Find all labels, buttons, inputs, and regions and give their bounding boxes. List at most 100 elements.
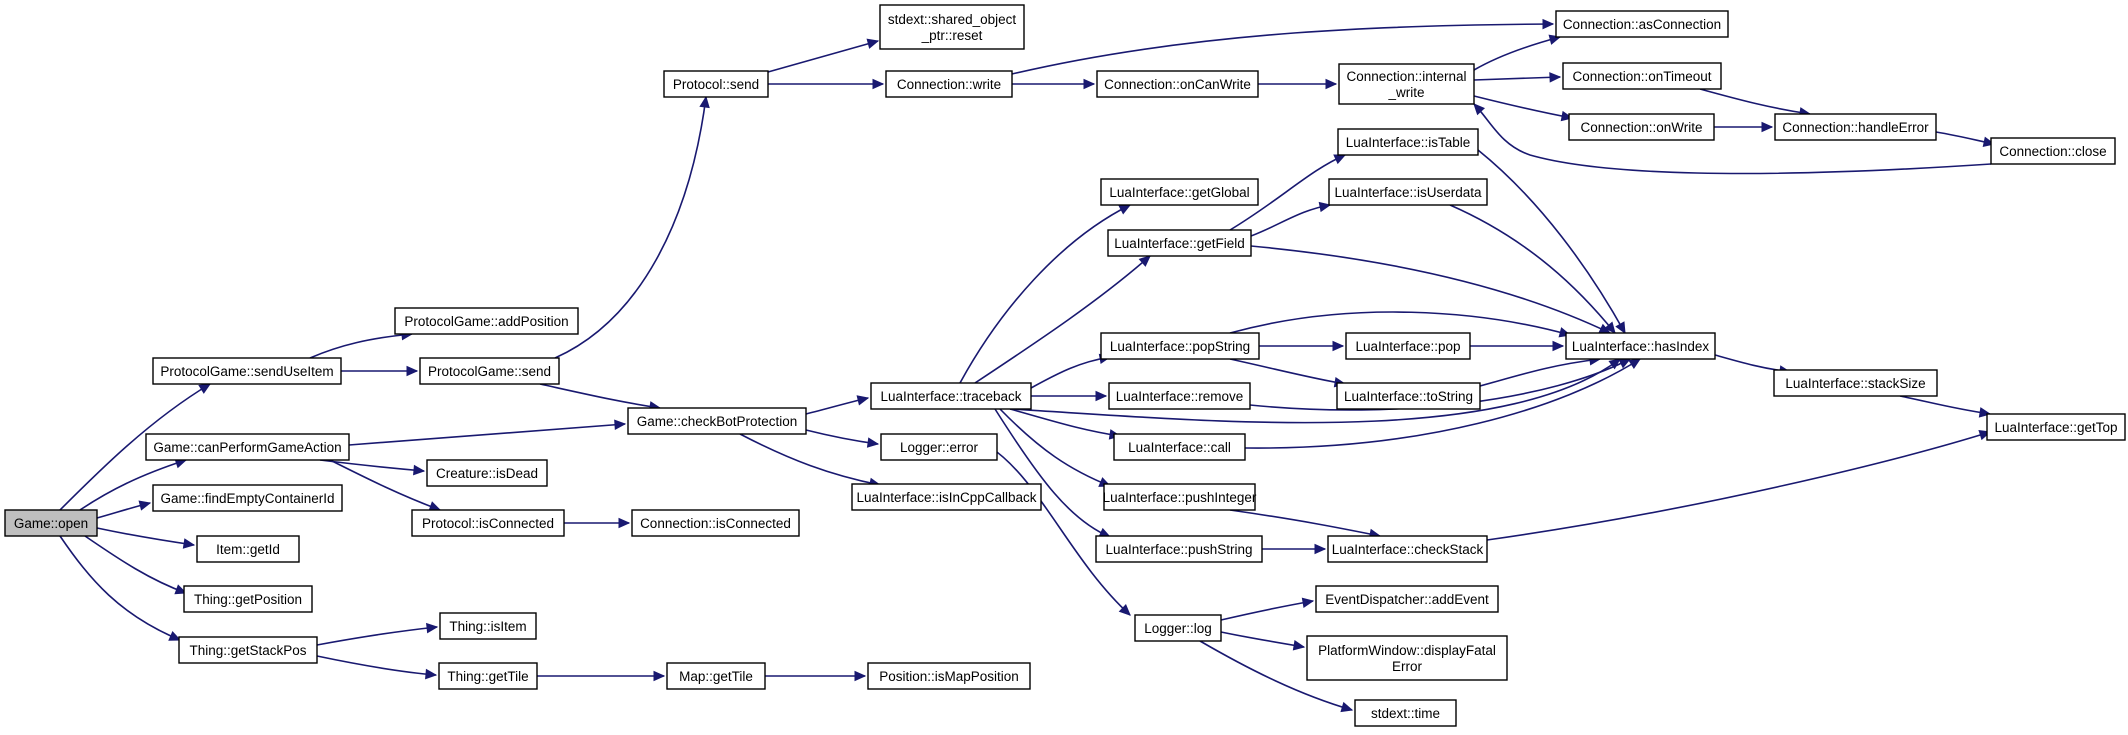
edge-conn-close-to-internal-write — [1473, 103, 1992, 175]
edge-pushString-to-checkStack — [1262, 543, 1327, 555]
node-label: LuaInterface::stackSize — [1785, 376, 1925, 391]
node-thing-getTile[interactable]: Thing::getTile — [438, 662, 538, 690]
node-getStackPos[interactable]: Thing::getStackPos — [178, 636, 318, 664]
arrowhead-icon — [1604, 321, 1616, 334]
edge-pop-to-hasIndex — [1470, 340, 1565, 352]
node-getGlobal[interactable]: LuaInterface::getGlobal — [1100, 178, 1259, 206]
node-addPosition[interactable]: ProtocolGame::addPosition — [394, 307, 579, 335]
edge-logger-error-to-logger-log — [989, 446, 1131, 616]
node-stackSize[interactable]: LuaInterface::stackSize — [1773, 369, 1938, 397]
edge-checkBot-to-traceback — [805, 395, 870, 415]
node-label: LuaInterface::getTop — [1994, 420, 2117, 435]
edge-getField-to-isUserdata — [1250, 201, 1332, 237]
node-game-open[interactable]: Game::open — [4, 509, 98, 537]
node-label: EventDispatcher::addEvent — [1325, 592, 1489, 607]
node-isUserdata[interactable]: LuaInterface::isUserdata — [1328, 178, 1488, 206]
node-getTop[interactable]: LuaInterface::getTop — [1986, 413, 2126, 441]
node-label: Thing::getTile — [447, 669, 528, 684]
node-isDead[interactable]: Creature::isDead — [426, 459, 548, 487]
node-proto-isConnected[interactable]: Protocol::isConnected — [411, 509, 565, 537]
edge-protocol-send-to-reset — [767, 38, 880, 73]
node-isTable[interactable]: LuaInterface::isTable — [1337, 128, 1479, 156]
edge-onCanWrite-to-internal-write — [1258, 78, 1338, 90]
edge-traceback-to-getField — [974, 255, 1151, 384]
arrowhead-icon — [1314, 543, 1327, 555]
arrowhead-icon — [1118, 604, 1131, 616]
edge-onWrite-to-handleError — [1714, 121, 1774, 133]
node-hasIndex[interactable]: LuaInterface::hasIndex — [1565, 332, 1716, 360]
arrowhead-icon — [138, 500, 152, 511]
node-asConnection[interactable]: Connection::asConnection — [1555, 10, 1729, 38]
node-pop[interactable]: LuaInterface::pop — [1345, 332, 1471, 360]
node-logger-log[interactable]: Logger::log — [1134, 614, 1222, 642]
edge-checkBot-to-isInCpp — [739, 433, 882, 489]
node-reset[interactable]: stdext::shared_object_ptr::reset — [879, 4, 1025, 50]
node-label: _ptr::reset — [921, 28, 983, 43]
node-isItem[interactable]: Thing::isItem — [439, 612, 537, 640]
node-stdext-time[interactable]: stdext::time — [1354, 699, 1457, 727]
node-findEmpty[interactable]: Game::findEmptyContainerId — [152, 484, 343, 512]
node-internal-write[interactable]: Connection::internal_write — [1338, 63, 1475, 105]
node-label: LuaInterface::checkStack — [1332, 542, 1484, 557]
edge-thing-getTile-to-map-getTile — [537, 670, 666, 682]
arrowhead-icon — [653, 670, 666, 682]
node-call[interactable]: LuaInterface::call — [1113, 433, 1246, 461]
node-item-getId[interactable]: Item::getId — [196, 535, 300, 563]
node-conn-write[interactable]: Connection::write — [885, 70, 1013, 98]
node-label: Connection::close — [1999, 144, 2106, 159]
node-label: Connection::onTimeout — [1572, 69, 1711, 84]
node-label: Protocol::send — [673, 77, 759, 92]
node-checkStack[interactable]: LuaInterface::checkStack — [1327, 535, 1488, 563]
node-conn-isConnected[interactable]: Connection::isConnected — [631, 509, 800, 537]
node-label: Game::open — [14, 516, 88, 531]
edge-traceback-to-hasIndex — [1009, 358, 1621, 424]
node-pushInteger[interactable]: LuaInterface::pushInteger — [1103, 483, 1257, 511]
arrowhead-icon — [1118, 204, 1132, 215]
node-toString[interactable]: LuaInterface::toString — [1336, 382, 1481, 410]
edge-logger-log-to-stdext-time — [1199, 640, 1354, 713]
node-label: LuaInterface::getField — [1114, 236, 1245, 251]
edge-getStackPos-to-thing-getTile — [316, 655, 438, 680]
node-label: Error — [1392, 659, 1423, 674]
arrowhead-icon — [174, 584, 188, 595]
arrowhead-icon — [854, 670, 867, 682]
arrowhead-icon — [1552, 340, 1565, 352]
node-label: LuaInterface::isUserdata — [1334, 185, 1482, 200]
node-isMapPosition[interactable]: Position::isMapPosition — [867, 662, 1031, 690]
node-sendUseItem[interactable]: ProtocolGame::sendUseItem — [152, 357, 342, 385]
node-onTimeout[interactable]: Connection::onTimeout — [1562, 62, 1722, 90]
node-traceback[interactable]: LuaInterface::traceback — [870, 382, 1032, 410]
node-label: Thing::getPosition — [194, 592, 302, 607]
node-map-getTile[interactable]: Map::getTile — [666, 662, 766, 690]
node-label: LuaInterface::isTable — [1346, 135, 1471, 150]
node-label: stdext::shared_object — [888, 12, 1017, 27]
node-checkBot[interactable]: Game::checkBotProtection — [627, 407, 807, 435]
arrowhead-icon — [406, 365, 419, 377]
node-getPosition[interactable]: Thing::getPosition — [183, 585, 313, 613]
node-isInCpp[interactable]: LuaInterface::isInCppCallback — [851, 483, 1042, 511]
arrowhead-icon — [1608, 358, 1621, 370]
edge-traceback-to-pushInteger — [999, 408, 1112, 487]
node-onCanWrite[interactable]: Connection::onCanWrite — [1096, 70, 1259, 98]
node-protocol-send[interactable]: Protocol::send — [663, 70, 769, 98]
node-getField[interactable]: LuaInterface::getField — [1107, 229, 1252, 257]
node-pg-send[interactable]: ProtocolGame::send — [419, 357, 560, 385]
node-label: Connection::isConnected — [640, 516, 791, 531]
node-label: Game::checkBotProtection — [637, 414, 798, 429]
arrowhead-icon — [1325, 78, 1338, 90]
edge-game-open-to-findEmpty — [96, 500, 152, 519]
node-handleError[interactable]: Connection::handleError — [1774, 113, 1937, 141]
node-logger-error[interactable]: Logger::error — [880, 433, 998, 461]
node-addEvent[interactable]: EventDispatcher::addEvent — [1315, 585, 1499, 613]
node-popString[interactable]: LuaInterface::popString — [1100, 332, 1260, 360]
edge-game-open-to-getPosition — [84, 535, 188, 595]
edge-getField-to-hasIndex — [1250, 245, 1612, 334]
node-pushString[interactable]: LuaInterface::pushString — [1095, 535, 1263, 563]
node-label: Position::isMapPosition — [879, 669, 1019, 684]
node-canPerform[interactable]: Game::canPerformGameAction — [145, 433, 350, 461]
node-conn-close[interactable]: Connection::close — [1990, 137, 2116, 165]
node-label: Creature::isDead — [436, 466, 538, 481]
node-remove[interactable]: LuaInterface::remove — [1108, 382, 1251, 410]
node-onWrite[interactable]: Connection::onWrite — [1568, 113, 1715, 141]
